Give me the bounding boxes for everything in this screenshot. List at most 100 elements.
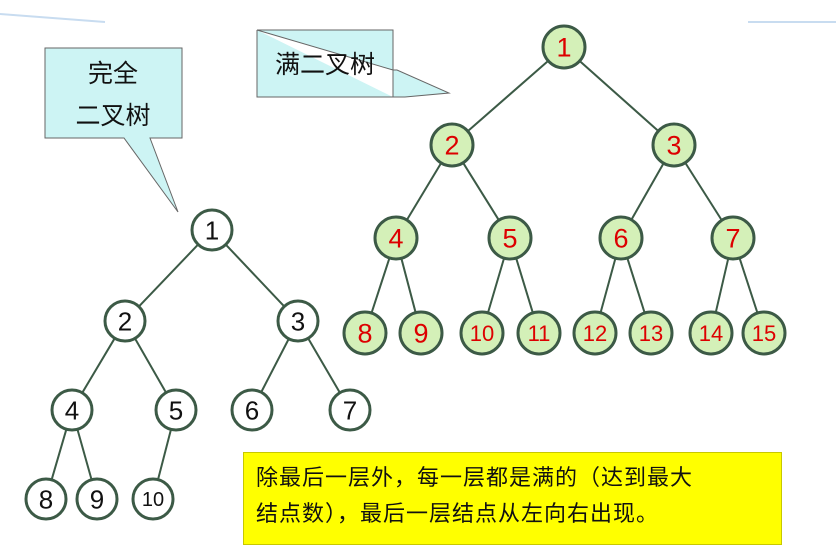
complete-tree-node-4-label: 4 <box>65 395 79 425</box>
complete-tree-node-6-circle <box>230 388 274 432</box>
full-tree-node-13-label: 13 <box>639 321 663 346</box>
complete-tree-edge-4-9 <box>76 428 93 481</box>
full-tree-node-11-label: 11 <box>528 321 551 346</box>
full-tree-node-10-label: 10 <box>470 321 494 346</box>
complete-tree-node-1: 1 <box>190 208 234 252</box>
full-tree-node-12: 12 <box>572 310 618 356</box>
callout-complete-shape <box>44 47 183 213</box>
full-tree-node-13-circle <box>628 310 674 356</box>
full-tree-edge-7-14 <box>714 258 730 313</box>
definition-note: 除最后一层外，每一层都是满的（达到最大 结点数），最后一层结点从左向右出现。 <box>243 452 782 545</box>
full-tree-node-11: 11 <box>516 310 562 356</box>
full-tree-node-14: 14 <box>688 310 734 356</box>
full-tree-node-12-circle <box>572 310 618 356</box>
full-tree-node-5-circle <box>487 215 533 261</box>
full-tree-node-8-circle <box>342 310 388 356</box>
callout-full-line-1: 满二叉树 <box>275 50 375 79</box>
complete-tree-node-7-label: 7 <box>343 395 357 425</box>
full-tree-node-15: 15 <box>741 310 787 356</box>
complete-tree-node-5-circle <box>154 388 198 432</box>
complete-tree-node-7-circle <box>328 388 372 432</box>
complete-tree-node-8-label: 8 <box>39 484 53 514</box>
full-tree-node-9: 9 <box>398 310 444 356</box>
complete-tree-node-10-label: 10 <box>142 489 164 511</box>
complete-tree-node-2-label: 2 <box>118 306 132 336</box>
full-tree-node-3-label: 3 <box>666 131 681 161</box>
full-tree-edge-4-9 <box>400 258 417 313</box>
complete-tree-node-10-circle <box>131 477 175 521</box>
complete-tree-node-9: 9 <box>75 477 119 521</box>
full-tree-node-14-label: 14 <box>699 321 723 346</box>
complete-tree-edge-2-5 <box>134 337 167 394</box>
complete-tree-node-10: 10 <box>131 477 175 521</box>
complete-tree-node-1-label: 1 <box>205 215 219 245</box>
full-tree-node-10: 10 <box>459 310 505 356</box>
full-tree-node-4-circle <box>373 215 419 261</box>
full-tree-node-10-circle <box>459 310 505 356</box>
full-tree-edge-7-15 <box>738 257 759 314</box>
definition-note-line-1: 除最后一层外，每一层都是满的（达到最大 <box>256 466 694 491</box>
callout-full-binary-tree: 满二叉树 <box>256 29 451 98</box>
complete-tree-node-5-label: 5 <box>169 395 183 425</box>
full-tree-edge-2-4 <box>405 162 443 221</box>
full-tree-node-6-label: 6 <box>613 224 628 254</box>
top-decor-line-left <box>0 13 106 23</box>
full-tree-node-14-circle <box>688 310 734 356</box>
complete-tree-edge-2-4 <box>81 337 116 394</box>
full-tree-node-5-label: 5 <box>502 224 517 254</box>
complete-tree-node-3-label: 3 <box>291 306 305 336</box>
full-tree-edge-1-3 <box>579 60 659 132</box>
full-tree-edge-5-11 <box>515 257 534 314</box>
complete-tree-node-9-circle <box>75 477 119 521</box>
full-tree-node-2: 2 <box>429 122 475 168</box>
full-tree-node-15-circle <box>741 310 787 356</box>
complete-tree-node-2-circle <box>103 299 147 343</box>
full-tree-edge-5-10 <box>486 257 506 314</box>
full-tree-node-13: 13 <box>628 310 674 356</box>
complete-tree-edge-3-6 <box>260 338 290 393</box>
complete-tree-node-6-label: 6 <box>245 395 259 425</box>
full-tree-node-1: 1 <box>541 24 587 70</box>
full-tree-edge-6-13 <box>626 257 646 314</box>
full-tree-node-6: 6 <box>598 215 644 261</box>
complete-tree-edge-1-3 <box>225 243 285 308</box>
full-tree-node-4: 4 <box>373 215 419 261</box>
full-tree-node-7: 7 <box>710 215 756 261</box>
full-tree-node-9-label: 9 <box>413 319 428 349</box>
full-tree-node-12-label: 12 <box>583 321 607 346</box>
complete-tree-edge-4-8 <box>50 428 68 481</box>
full-tree-edge-1-2 <box>467 60 549 132</box>
full-tree-node-7-label: 7 <box>725 224 740 254</box>
complete-tree-edge-5-10 <box>157 429 172 480</box>
complete-tree-node-2: 2 <box>103 299 147 343</box>
full-tree-node-11-circle <box>516 310 562 356</box>
full-tree-node-6-circle <box>598 215 644 261</box>
callout-complete-binary-tree: 完全 二叉树 <box>44 47 183 213</box>
full-tree-edge-3-6 <box>630 162 665 221</box>
full-tree-node-1-circle <box>541 24 587 70</box>
callout-complete-line-2: 二叉树 <box>75 101 150 130</box>
complete-tree-node-3: 3 <box>276 299 320 343</box>
complete-tree-node-7: 7 <box>328 388 372 432</box>
full-tree-node-3: 3 <box>651 122 697 168</box>
complete-tree-node-5: 5 <box>154 388 198 432</box>
full-tree-node-2-label: 2 <box>444 131 459 161</box>
callout-complete-line-1: 完全 <box>88 59 138 88</box>
full-tree-edge-3-7 <box>684 162 723 221</box>
full-tree-node-8: 8 <box>342 310 388 356</box>
full-tree-node-5: 5 <box>487 215 533 261</box>
full-tree-node-1-label: 1 <box>556 33 571 63</box>
complete-tree-edge-1-2 <box>138 243 199 308</box>
full-tree-node-9-circle <box>398 310 444 356</box>
full-tree-node-7-circle <box>710 215 756 261</box>
callout-full-shape <box>256 29 451 98</box>
complete-tree-node-4: 4 <box>50 388 94 432</box>
complete-tree-node-1-circle <box>190 208 234 252</box>
full-tree-edge-4-8 <box>370 257 391 314</box>
complete-tree-node-4-circle <box>50 388 94 432</box>
full-tree-node-3-circle <box>651 122 697 168</box>
full-tree-edge-6-12 <box>599 257 617 314</box>
